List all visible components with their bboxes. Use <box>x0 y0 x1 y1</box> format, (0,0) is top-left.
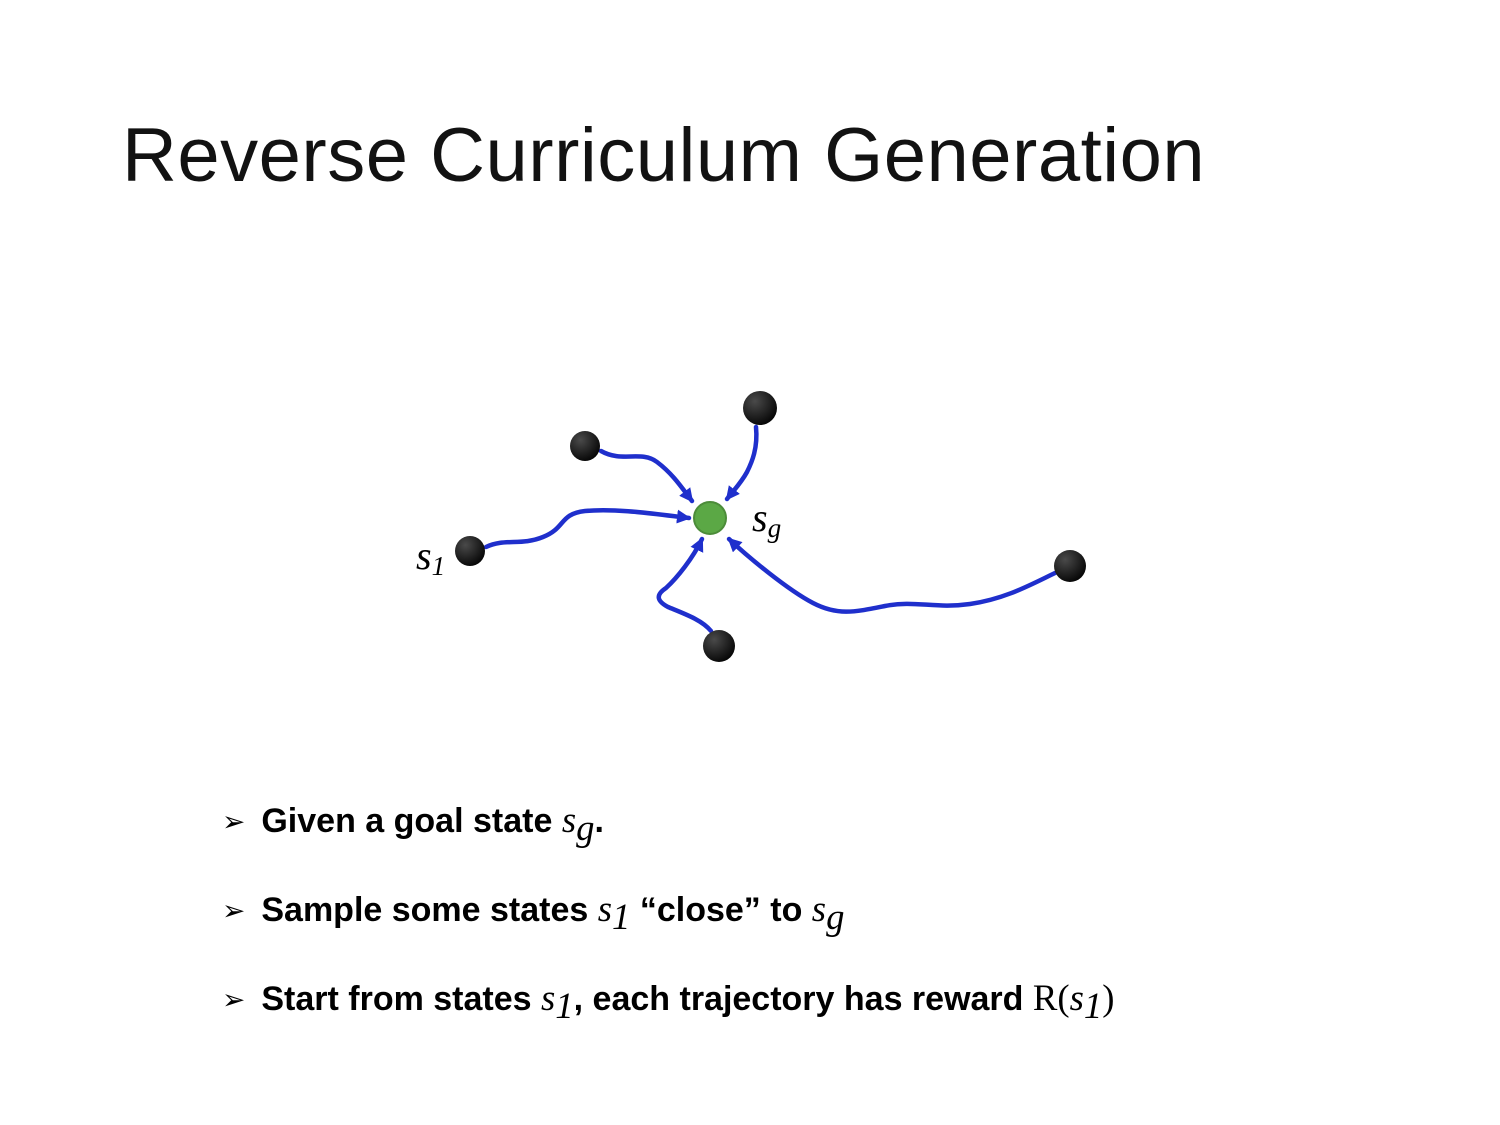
start-state-label-base: s <box>416 533 432 578</box>
start-state-label: s1 <box>416 532 445 582</box>
start-state-label-sub: 1 <box>431 550 446 581</box>
bullet-arrow-icon: ➢ <box>222 894 246 928</box>
trajectory-path-bottom <box>656 536 714 634</box>
bullet-item: ➢ Given a goal state sg. <box>222 798 1442 849</box>
goal-state-label: sg <box>752 494 781 544</box>
goal-state-label-base: s <box>752 495 768 540</box>
bullet-item: ➢ Start from states s1, each trajectory h… <box>222 976 1442 1027</box>
trajectory-path-upper-left <box>598 448 695 504</box>
trajectory-path-start-state <box>483 507 692 550</box>
bullet-arrow-icon: ➢ <box>222 983 246 1017</box>
bullet-item: ➢ Sample some states s1 “close” to sg <box>222 887 1442 938</box>
slide-title: Reverse Curriculum Generation <box>122 113 1206 198</box>
goal-state-label-sub: g <box>767 512 782 543</box>
bullet-arrow-icon: ➢ <box>222 805 246 838</box>
goal-node <box>693 501 727 535</box>
trajectory-path-right <box>726 536 1058 614</box>
bullet-text: Start from states s1, each trajectory ha… <box>261 977 1115 1027</box>
state-node-upper-left <box>570 431 600 461</box>
state-node-right <box>1054 550 1086 582</box>
state-node-bottom <box>703 630 735 662</box>
bullet-text: Given a goal state sg. <box>261 799 604 849</box>
state-node-start <box>455 536 485 566</box>
state-node-top <box>743 391 777 425</box>
bullet-text: Sample some states s1 “close” to sg <box>261 888 845 938</box>
bullet-list: ➢ Given a goal state sg. ➢ Sample some stat… <box>222 798 1442 1065</box>
trajectory-path-top <box>724 424 759 502</box>
